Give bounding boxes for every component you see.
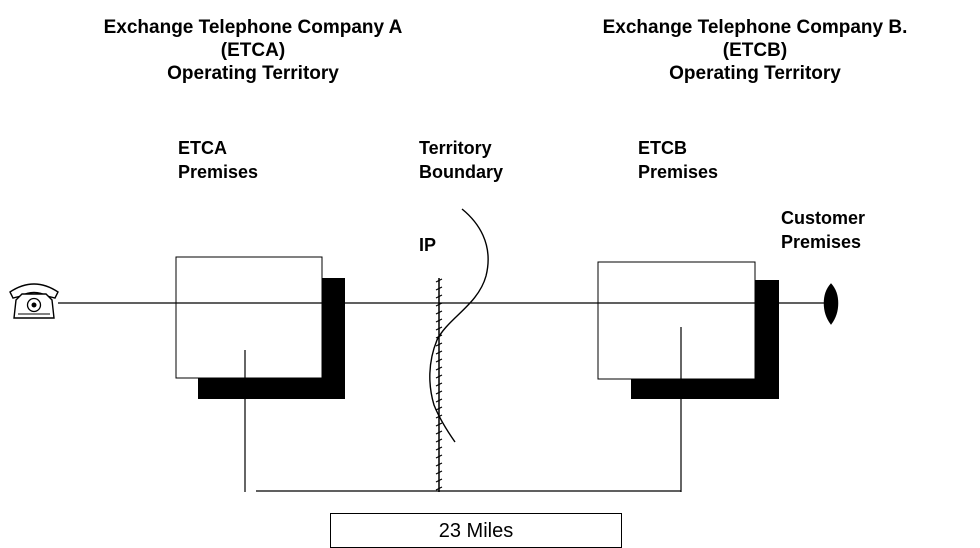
etca-label-line2: Premises — [178, 162, 259, 182]
etca-box — [175, 256, 323, 379]
company-b-header: Exchange Telephone Company B. (ETCB) Ope… — [545, 16, 965, 85]
etca-premises-box — [175, 256, 345, 399]
distance-label-box: 23 Miles — [330, 513, 622, 548]
territory-boundary-label: Territory Boundary — [419, 136, 503, 184]
company-b-name: Exchange Telephone Company B. — [602, 17, 908, 38]
company-a-header: Exchange Telephone Company A (ETCA) Oper… — [48, 16, 458, 85]
customer-label-line2: Premises — [781, 232, 862, 252]
etcb-label-line1: ETCB — [638, 138, 687, 158]
etcb-premises-box — [597, 261, 779, 399]
company-b-subtitle: Operating Territory — [669, 63, 841, 84]
territory-boundary-curve — [429, 208, 489, 443]
distance-label: 23 Miles — [438, 520, 514, 542]
customer-endpoint-icon — [823, 283, 839, 325]
ip-boundary-line — [435, 278, 443, 492]
ip-label: IP — [419, 235, 437, 255]
company-a-name: Exchange Telephone Company A — [103, 17, 403, 38]
etcb-box — [597, 261, 756, 380]
customer-label-line1: Customer — [781, 208, 866, 228]
company-a-subtitle: Operating Territory — [167, 63, 339, 84]
etcb-premises-label: ETCB Premises — [638, 136, 718, 184]
territory-label-line1: Territory — [419, 138, 492, 158]
etca-premises-label: ETCA Premises — [178, 136, 258, 184]
company-a-abbr: (ETCA) — [220, 40, 286, 61]
telephone-icon — [9, 283, 59, 319]
etcb-label-line2: Premises — [638, 162, 719, 182]
customer-premises-label: Customer Premises — [781, 206, 865, 254]
company-b-abbr: (ETCB) — [722, 40, 788, 61]
territory-label-line2: Boundary — [419, 162, 504, 182]
etca-label-line1: ETCA — [178, 138, 227, 158]
